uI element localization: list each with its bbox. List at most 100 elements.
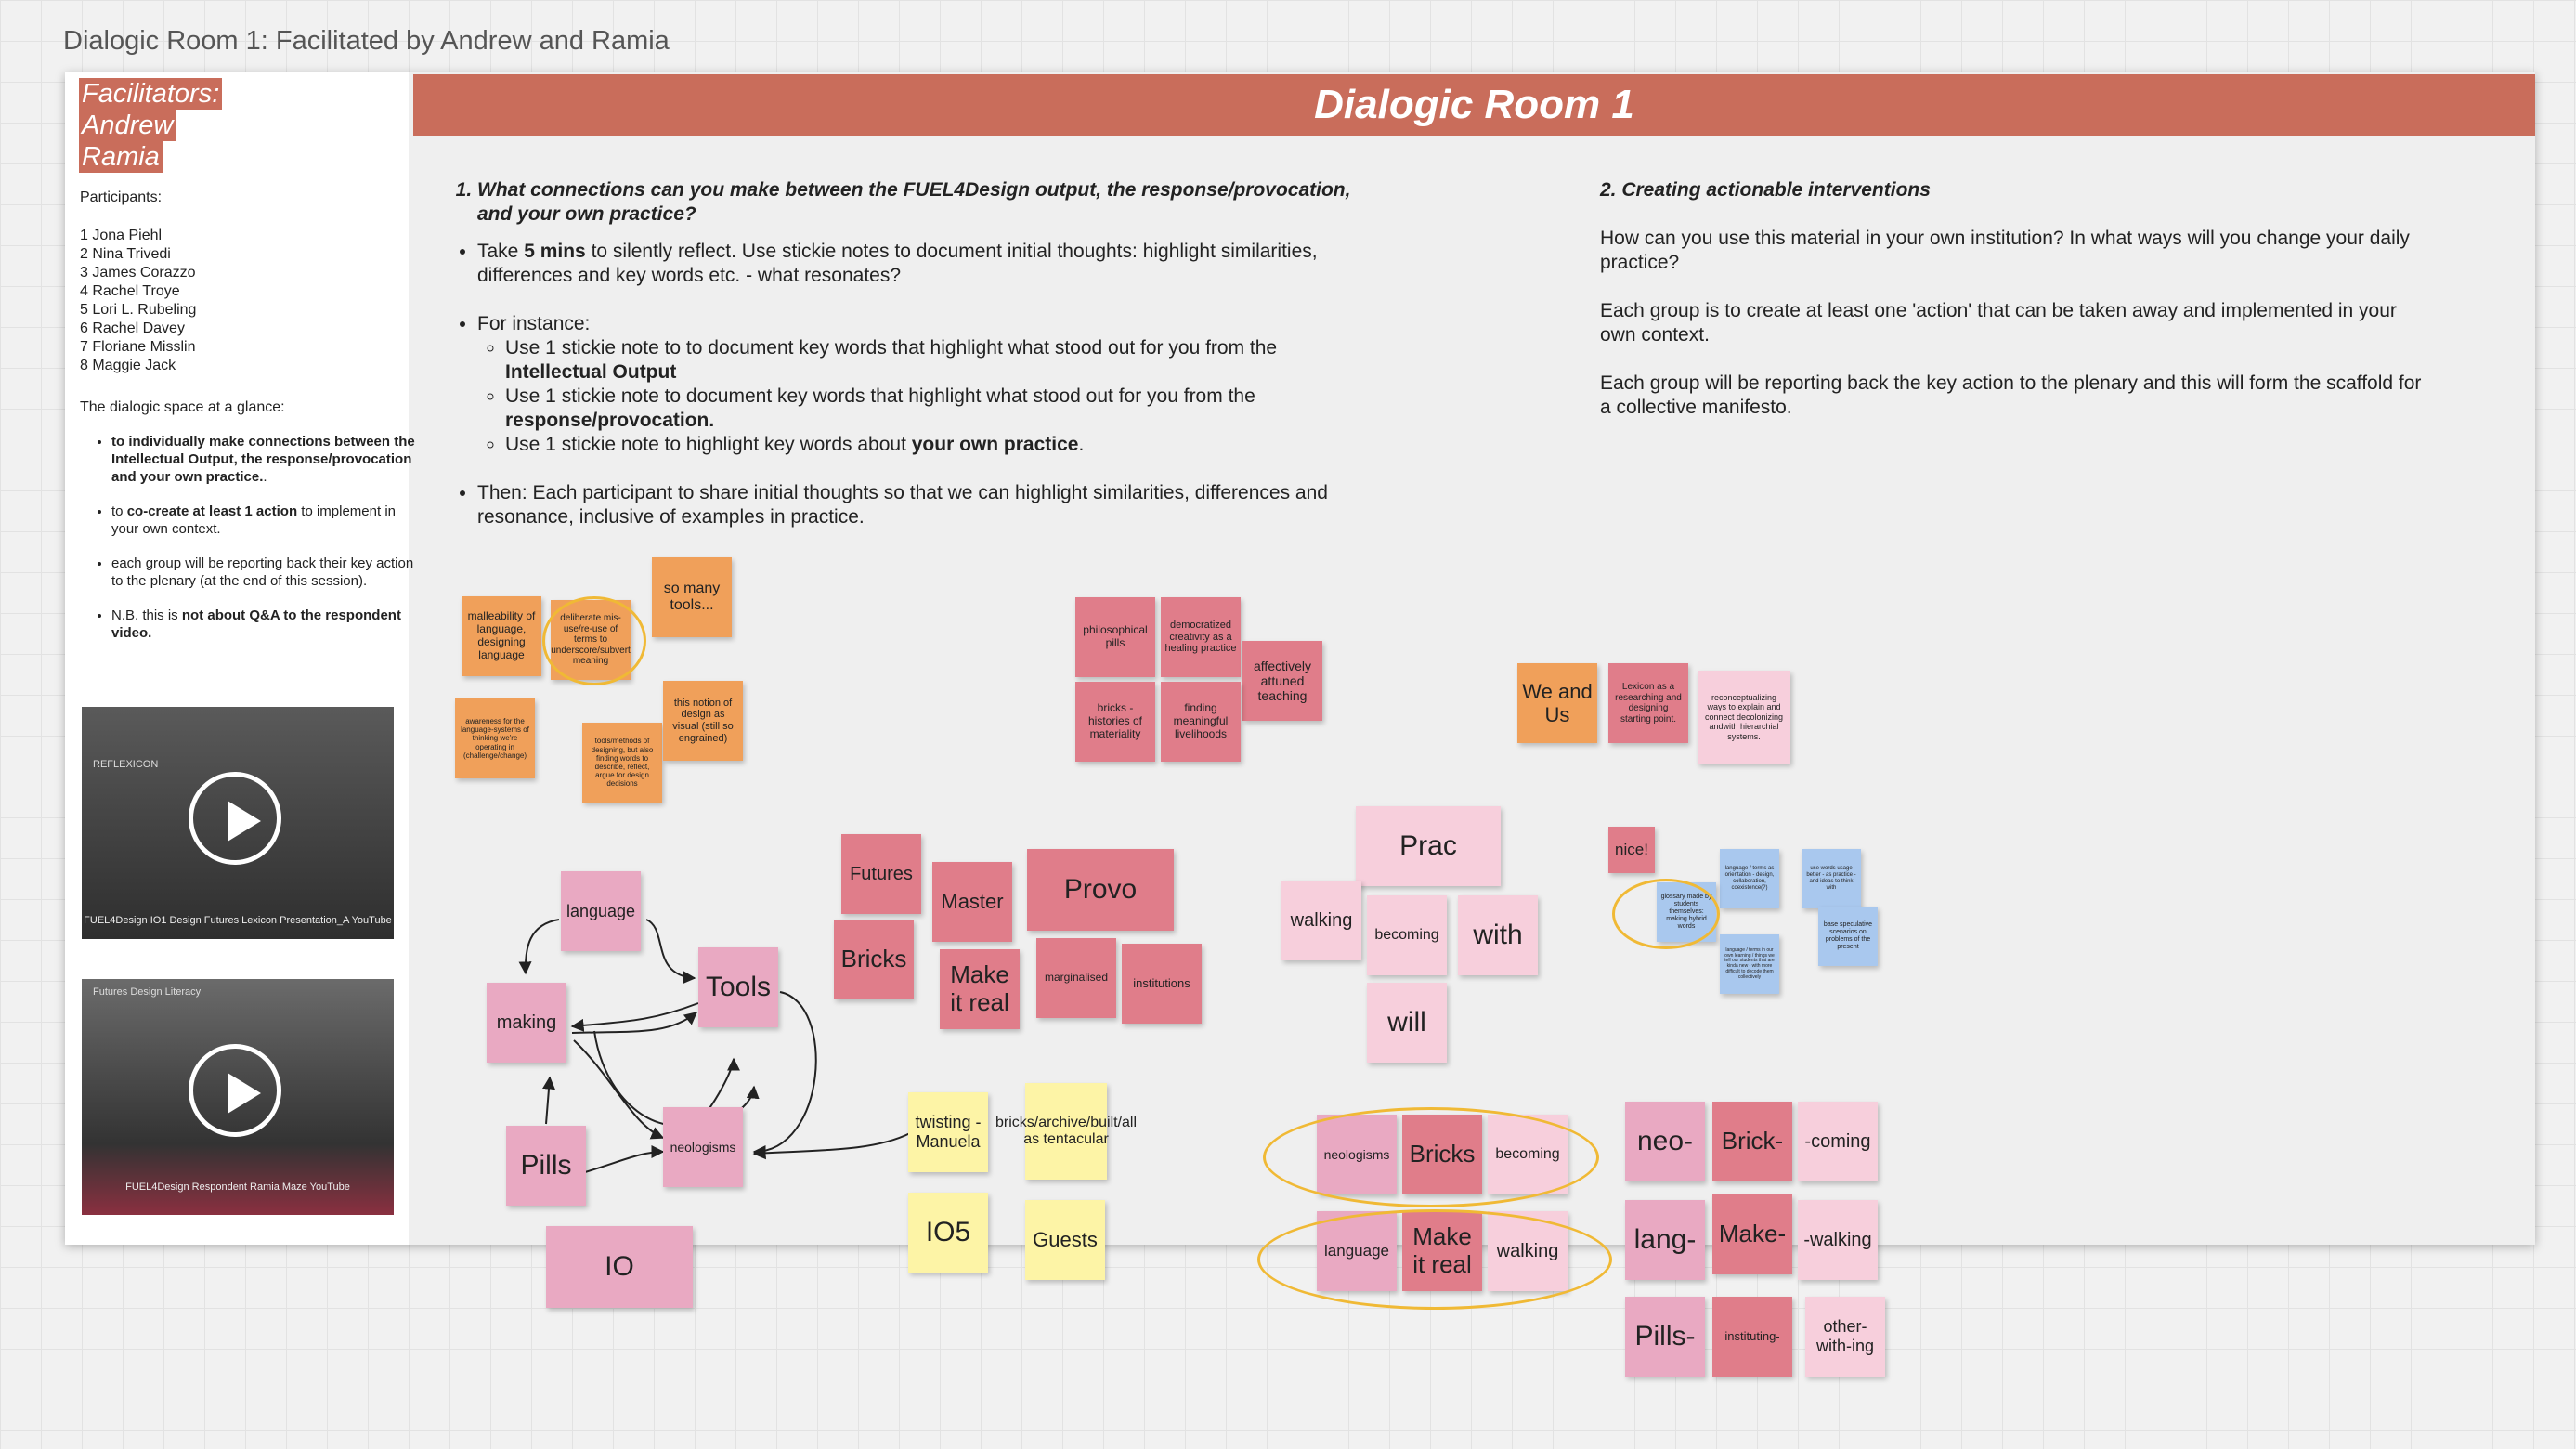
arrow bbox=[573, 1039, 665, 1140]
sticky-note[interactable]: other-with-ing bbox=[1805, 1297, 1885, 1377]
video-caption: FUEL4Design Respondent Ramia Maze YouTub… bbox=[125, 1181, 350, 1193]
sticky-note[interactable]: marginalised bbox=[1036, 938, 1116, 1018]
sticky-note[interactable]: reconceptualizing ways to explain and co… bbox=[1698, 671, 1790, 764]
sticky-note[interactable]: Prac bbox=[1356, 806, 1501, 886]
instruction-item: Then: Each participant to share initial … bbox=[477, 481, 1382, 529]
sticky-note[interactable]: becoming bbox=[1367, 895, 1447, 975]
sticky-note[interactable]: Pills bbox=[506, 1126, 586, 1206]
sticky-note[interactable]: making bbox=[487, 983, 566, 1063]
sticky-note[interactable]: institutions bbox=[1122, 944, 1202, 1024]
participant: 6 Rachel Davey bbox=[80, 320, 185, 336]
participant: 1 Jona Piehl bbox=[80, 228, 163, 243]
sticky-note[interactable]: affectively attuned teaching bbox=[1242, 641, 1322, 721]
glance-list: to individually make connections between… bbox=[80, 433, 418, 659]
sticky-note[interactable]: lang- bbox=[1625, 1200, 1705, 1280]
play-icon[interactable] bbox=[189, 772, 281, 865]
sticky-note[interactable]: instituting- bbox=[1712, 1297, 1792, 1377]
sub-instruction: Use 1 stickie note to highlight key word… bbox=[505, 433, 1382, 457]
sticky-note[interactable]: language / terms in our own learning / t… bbox=[1720, 934, 1779, 994]
sticky-note[interactable]: finding meaningful livelihoods bbox=[1161, 682, 1241, 762]
highlight-circle bbox=[542, 596, 646, 685]
sticky-note[interactable]: will bbox=[1367, 983, 1447, 1063]
sticky-note[interactable]: -coming bbox=[1798, 1102, 1878, 1181]
instruction-paragraph: Each group will be reporting back the ke… bbox=[1600, 372, 2422, 418]
sticky-note[interactable]: language bbox=[561, 871, 641, 951]
sticky-note[interactable]: Make it real bbox=[940, 949, 1020, 1029]
sticky-note[interactable]: bricks - histories of materiality bbox=[1075, 682, 1155, 762]
participant: 8 Maggie Jack bbox=[80, 358, 176, 373]
sticky-note[interactable]: IO bbox=[546, 1226, 693, 1308]
sticky-note[interactable]: so many tools... bbox=[652, 557, 732, 637]
sticky-note[interactable]: neologisms bbox=[663, 1107, 743, 1187]
sticky-note[interactable]: Pills- bbox=[1625, 1297, 1705, 1377]
sticky-note[interactable]: awareness for the language-systems of th… bbox=[455, 698, 535, 778]
sticky-note[interactable]: Futures bbox=[841, 834, 921, 914]
sticky-note[interactable]: with bbox=[1458, 895, 1538, 975]
glance-item: N.B. this is not about Q&A to the respon… bbox=[111, 607, 418, 642]
glance-item: to co-create at least 1 action to implem… bbox=[111, 503, 418, 538]
sidebar-panel: Facilitators: Andrew Ramia Participants:… bbox=[65, 72, 415, 1245]
arrow bbox=[645, 919, 696, 985]
sticky-note[interactable]: Brick- bbox=[1712, 1102, 1792, 1181]
sticky-note[interactable]: Provo bbox=[1027, 849, 1174, 931]
sticky-note[interactable]: malleability of language, designing lang… bbox=[462, 596, 541, 676]
arrow bbox=[571, 1012, 698, 1034]
sticky-note[interactable]: Guests bbox=[1025, 1200, 1105, 1280]
glance-label: The dialogic space at a glance: bbox=[80, 399, 285, 415]
facilitator-andrew: Andrew bbox=[79, 110, 176, 141]
highlight-circle bbox=[1257, 1209, 1612, 1310]
sticky-note[interactable]: use words usage better - as practice - a… bbox=[1802, 849, 1861, 908]
sticky-note[interactable]: philosophical pills bbox=[1075, 597, 1155, 677]
highlight-circle bbox=[1263, 1107, 1599, 1208]
instruction-paragraph: How can you use this material in your ow… bbox=[1600, 228, 2410, 273]
play-icon[interactable] bbox=[189, 1044, 281, 1137]
sticky-note[interactable]: nice! bbox=[1608, 827, 1655, 873]
sticky-note[interactable]: tools/methods of designing, but also fin… bbox=[582, 723, 662, 803]
sticky-note[interactable]: We and Us bbox=[1517, 663, 1597, 743]
instruction-paragraph: Each group is to create at least one 'ac… bbox=[1600, 300, 2397, 346]
sticky-note[interactable]: Master bbox=[932, 862, 1012, 942]
sticky-note[interactable]: -walking bbox=[1798, 1200, 1878, 1280]
video-title: Futures Design Literacy bbox=[93, 986, 202, 998]
facilitators-label: Facilitators: bbox=[79, 78, 223, 110]
sticky-note[interactable]: bricks/archive/built/all as tentacular bbox=[995, 1083, 1137, 1180]
sticky-note[interactable]: Lexicon as a researching and designing s… bbox=[1608, 663, 1688, 743]
participant: 3 James Corazzo bbox=[80, 265, 196, 281]
facilitators-heading: Facilitators: Andrew Ramia bbox=[79, 78, 223, 173]
sticky-note[interactable]: language / terms as orientation - design… bbox=[1720, 849, 1779, 908]
arrow bbox=[542, 1076, 555, 1125]
arrow bbox=[752, 991, 817, 1158]
sticky-note[interactable]: twisting - Manuela bbox=[908, 1092, 988, 1172]
sub-instruction: Use 1 stickie note to to document key wo… bbox=[505, 336, 1382, 385]
video-embed-respondent[interactable]: Futures Design Literacy FUEL4Design Resp… bbox=[82, 979, 394, 1215]
sticky-note[interactable]: IO5 bbox=[908, 1193, 988, 1273]
instructions-part2: 2. Creating actionable interventions How… bbox=[1600, 178, 2426, 420]
sticky-note[interactable]: democratized creativity as a healing pra… bbox=[1161, 597, 1241, 677]
sticky-note[interactable]: walking bbox=[1281, 881, 1361, 960]
instruction-item: Take 5 mins to silently reflect. Use sti… bbox=[477, 240, 1382, 288]
question-2: 2. Creating actionable interventions bbox=[1600, 179, 1931, 201]
video-title: REFLEXICON bbox=[93, 759, 159, 770]
arrow bbox=[518, 919, 560, 975]
sticky-note[interactable]: Make- bbox=[1712, 1194, 1792, 1274]
participant: 7 Floriane Misslin bbox=[80, 339, 196, 355]
video-embed-lexicon[interactable]: REFLEXICON FUEL4Design IO1 Design Future… bbox=[82, 707, 394, 939]
participants-list: 1 Jona Piehl 2 Nina Trivedi 3 James Cora… bbox=[80, 227, 196, 375]
participants-label: Participants: bbox=[80, 189, 163, 205]
sticky-note[interactable]: this notion of design as visual (still s… bbox=[663, 681, 743, 761]
instruction-item: For instance: Use 1 stickie note to to d… bbox=[477, 312, 1382, 457]
sticky-note[interactable]: Tools bbox=[698, 947, 778, 1027]
participant: 5 Lori L. Rubeling bbox=[80, 302, 197, 318]
sticky-note[interactable]: Bricks bbox=[834, 920, 914, 999]
sticky-note[interactable]: neo- bbox=[1625, 1102, 1705, 1181]
participant: 2 Nina Trivedi bbox=[80, 246, 171, 262]
question-1: What connections can you make between th… bbox=[477, 178, 1382, 227]
sticky-note[interactable]: base speculative scenarios on problems o… bbox=[1818, 907, 1878, 966]
sub-instruction: Use 1 stickie note to document key words… bbox=[505, 385, 1382, 433]
arrow bbox=[570, 1002, 699, 1032]
room-banner: Dialogic Room 1 bbox=[413, 74, 2535, 136]
glance-item: each group will be reporting back their … bbox=[111, 555, 418, 590]
board-title: Dialogic Room 1: Facilitated by Andrew a… bbox=[63, 26, 670, 56]
arrow bbox=[752, 1132, 911, 1160]
